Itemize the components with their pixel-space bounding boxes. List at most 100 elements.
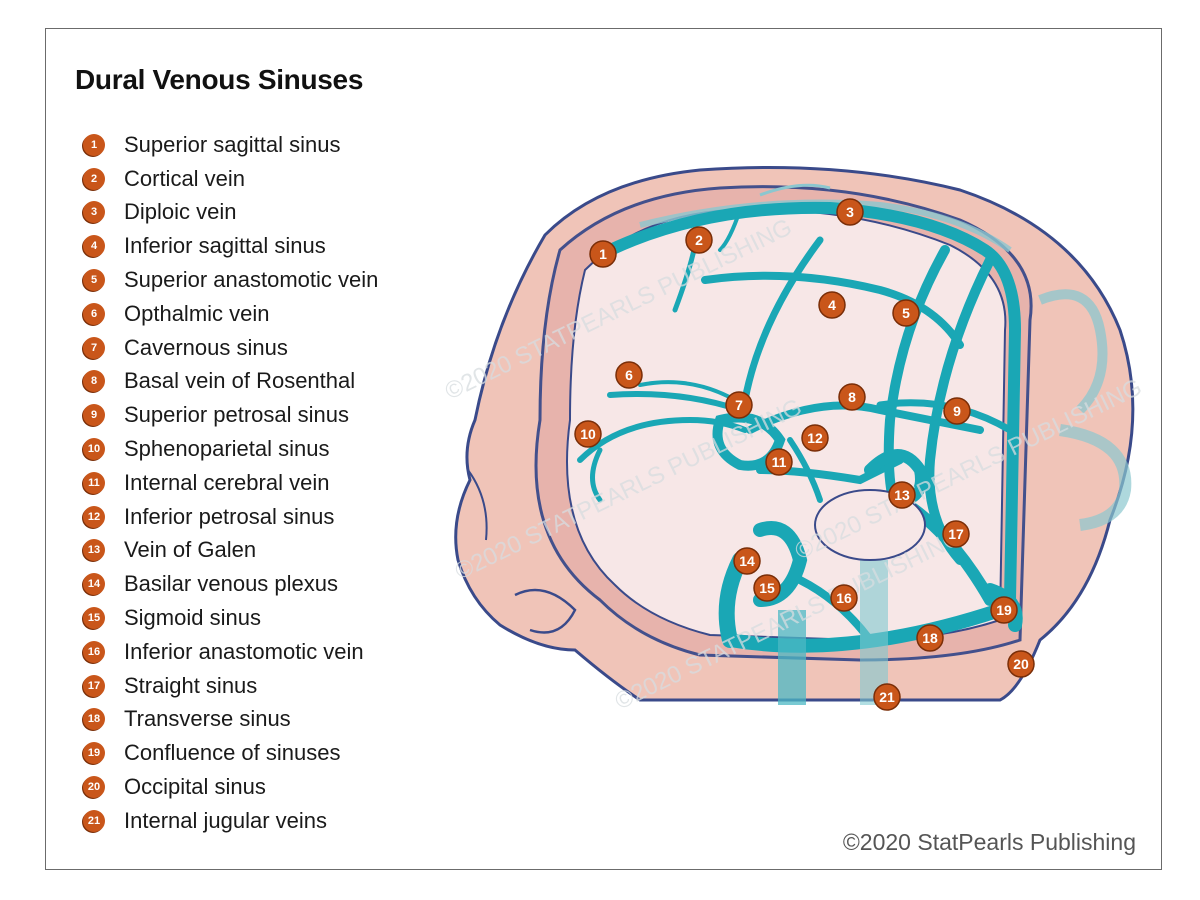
sphenoparietal-branch bbox=[590, 447, 603, 503]
marker-number: 9 bbox=[953, 403, 961, 419]
marker-12: 12 bbox=[801, 424, 829, 452]
legend-label: Basilar venous plexus bbox=[124, 571, 339, 597]
number-badge: 6 bbox=[83, 302, 105, 325]
marker-1: 1 bbox=[589, 240, 617, 268]
number-badge: 11 bbox=[83, 471, 105, 494]
legend-label: Sigmoid sinus bbox=[124, 605, 261, 631]
marker-number: 19 bbox=[996, 602, 1012, 618]
marker-number: 21 bbox=[879, 689, 895, 705]
legend-item: 14 Basilar venous plexus bbox=[83, 567, 378, 601]
legend-label: Occipital sinus bbox=[124, 774, 266, 800]
marker-number: 20 bbox=[1013, 656, 1029, 672]
sphenoparietal-sinus bbox=[577, 416, 748, 463]
legend-item: 8 Basal vein of Rosenthal bbox=[83, 365, 378, 399]
number-badge: 20 bbox=[83, 776, 105, 799]
marker-number: 7 bbox=[735, 397, 743, 413]
legend-label: Straight sinus bbox=[124, 672, 258, 698]
marker-number: 14 bbox=[739, 553, 755, 569]
marker-number: 16 bbox=[836, 590, 852, 606]
number-badge: 7 bbox=[83, 336, 105, 359]
marker-number: 1 bbox=[599, 246, 607, 262]
number-badge: 10 bbox=[83, 438, 105, 461]
copyright-notice: ©2020 StatPearls Publishing bbox=[842, 829, 1136, 855]
legend-label: Superior petrosal sinus bbox=[124, 402, 350, 428]
legend-item: 7 Cavernous sinus bbox=[83, 331, 378, 365]
legend-label: Cavernous sinus bbox=[124, 334, 288, 360]
legend-item: 9 Superior petrosal sinus bbox=[83, 398, 378, 432]
marker-18: 18 bbox=[916, 624, 944, 652]
internal-jugular-vein-2 bbox=[860, 560, 888, 705]
marker-6: 6 bbox=[615, 361, 643, 389]
posterior-channel bbox=[1038, 289, 1108, 414]
diploic-branch bbox=[759, 183, 831, 197]
marker-9: 9 bbox=[943, 397, 971, 425]
marker-13: 13 bbox=[888, 481, 916, 509]
head-illustration: ©2020 STATPEARLS PUBLISHING ©2020 STATPE… bbox=[441, 166, 1146, 715]
number-badge: 14 bbox=[83, 573, 105, 596]
marker-number: 2 bbox=[695, 232, 703, 248]
legend-label: Superior sagittal sinus bbox=[124, 131, 341, 157]
marker-19: 19 bbox=[990, 596, 1018, 624]
number-badge: 18 bbox=[83, 708, 105, 731]
legend-label: Cortical vein bbox=[124, 165, 246, 191]
legend-item: 11 Internal cerebral vein bbox=[83, 466, 378, 500]
legend-label: Inferior anastomotic vein bbox=[124, 638, 364, 664]
superior-sagittal-sinus bbox=[594, 201, 1022, 606]
marker-20: 20 bbox=[1007, 650, 1035, 678]
marker-4: 4 bbox=[818, 291, 846, 319]
marker-5: 5 bbox=[892, 299, 920, 327]
legend-label: Opthalmic vein bbox=[124, 300, 270, 326]
marker-7: 7 bbox=[725, 391, 753, 419]
number-badge: 13 bbox=[83, 539, 105, 562]
cortical-vein-2 bbox=[718, 208, 742, 252]
marker-number: 8 bbox=[848, 389, 856, 405]
opthalmic-vein-2 bbox=[638, 380, 737, 402]
number-badge: 3 bbox=[83, 201, 105, 224]
legend-item: 10 Sphenoparietal sinus bbox=[83, 432, 378, 466]
figure-title: Dural Venous Sinuses bbox=[75, 64, 364, 95]
marker-3: 3 bbox=[836, 198, 864, 226]
marker-number: 15 bbox=[759, 580, 775, 596]
legend-item: 15 Sigmoid sinus bbox=[83, 601, 378, 635]
number-badge: 8 bbox=[83, 370, 105, 393]
legend-label: Transverse sinus bbox=[124, 706, 291, 732]
legend-label: Internal cerebral vein bbox=[124, 469, 330, 495]
number-badge: 12 bbox=[83, 505, 105, 528]
legend-label: Superior anastomotic vein bbox=[124, 267, 379, 293]
legend-item: 6 Opthalmic vein bbox=[83, 297, 378, 331]
legend-label: Confluence of sinuses bbox=[124, 740, 341, 766]
brow-detail bbox=[467, 469, 488, 541]
legend-item: 18 Transverse sinus bbox=[83, 703, 378, 737]
number-badge: 5 bbox=[83, 269, 105, 292]
number-badge: 17 bbox=[83, 674, 105, 697]
legend-label: Inferior sagittal sinus bbox=[124, 233, 326, 259]
number-badge: 15 bbox=[83, 607, 105, 630]
legend-label: Inferior petrosal sinus bbox=[124, 503, 335, 529]
legend-label: Basal vein of Rosenthal bbox=[124, 368, 356, 394]
number-badge: 4 bbox=[83, 235, 105, 258]
marker-number: 18 bbox=[922, 630, 938, 646]
number-badge: 9 bbox=[83, 404, 105, 427]
posterior-channel-lower bbox=[1059, 424, 1132, 531]
legend-item: 4 Inferior sagittal sinus bbox=[83, 229, 378, 263]
vein-branch bbox=[741, 236, 824, 404]
marker-number: 5 bbox=[902, 305, 910, 321]
marker-21: 21 bbox=[873, 683, 901, 711]
marker-number: 10 bbox=[580, 426, 596, 442]
legend-item: 17 Straight sinus bbox=[83, 669, 378, 703]
basal-vein bbox=[746, 401, 984, 434]
marker-number: 17 bbox=[948, 526, 964, 542]
legend-label: Sphenoparietal sinus bbox=[124, 436, 330, 462]
marker-17: 17 bbox=[942, 520, 970, 548]
legend-item: 20 Occipital sinus bbox=[83, 770, 378, 804]
legend-label: Diploic vein bbox=[124, 199, 237, 225]
marker-number: 4 bbox=[828, 297, 836, 313]
marker-number: 3 bbox=[846, 204, 854, 220]
